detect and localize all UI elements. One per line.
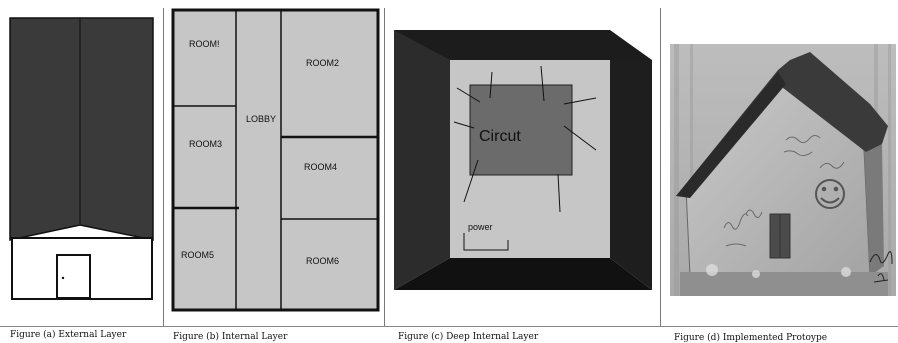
power-label: power (468, 222, 493, 232)
floor-plan-outline (173, 10, 378, 310)
house-exterior-drawing (0, 0, 163, 320)
frame-right (610, 60, 652, 290)
frame-left (394, 30, 450, 290)
room2-label: ROOM2 (306, 58, 339, 68)
room3-label: ROOM3 (189, 139, 222, 149)
figure-d-caption: Figure (d) Implemented Protoype (674, 333, 827, 343)
room4-label: ROOM4 (304, 162, 337, 172)
figure-d-implemented-prototype: Figure (d) Implemented Protoype (660, 0, 898, 343)
room6-label: ROOM6 (306, 256, 339, 266)
figure-b-caption: Figure (b) Internal Layer (173, 332, 287, 342)
room5-label: ROOM5 (181, 250, 214, 260)
front-door (57, 255, 90, 298)
figure-a-caption: Figure (a) External Layer (10, 330, 126, 340)
figure-a-external-layer: Figure (a) External Layer (0, 0, 163, 343)
figure-c-caption: Figure (c) Deep Internal Layer (398, 332, 538, 342)
prototype-photo (660, 0, 898, 320)
circuit-label: Circut (479, 128, 521, 145)
figure-c-deep-internal-layer: Circut power Figure (c) Deep Internal La… (384, 0, 660, 343)
floor-plan-drawing: ROOM! ROOM2 LOBBY ROOM3 ROOM4 ROOM5 ROOM… (163, 0, 384, 320)
figure-b-internal-layer: ROOM! ROOM2 LOBBY ROOM3 ROOM4 ROOM5 ROOM… (163, 0, 384, 343)
room1-label: ROOM! (189, 39, 220, 49)
door-knob (62, 277, 64, 279)
circuit-box-drawing: Circut power (384, 0, 660, 320)
roof-right (80, 18, 153, 240)
roof-left (10, 18, 80, 240)
lobby-label: LOBBY (246, 114, 276, 124)
